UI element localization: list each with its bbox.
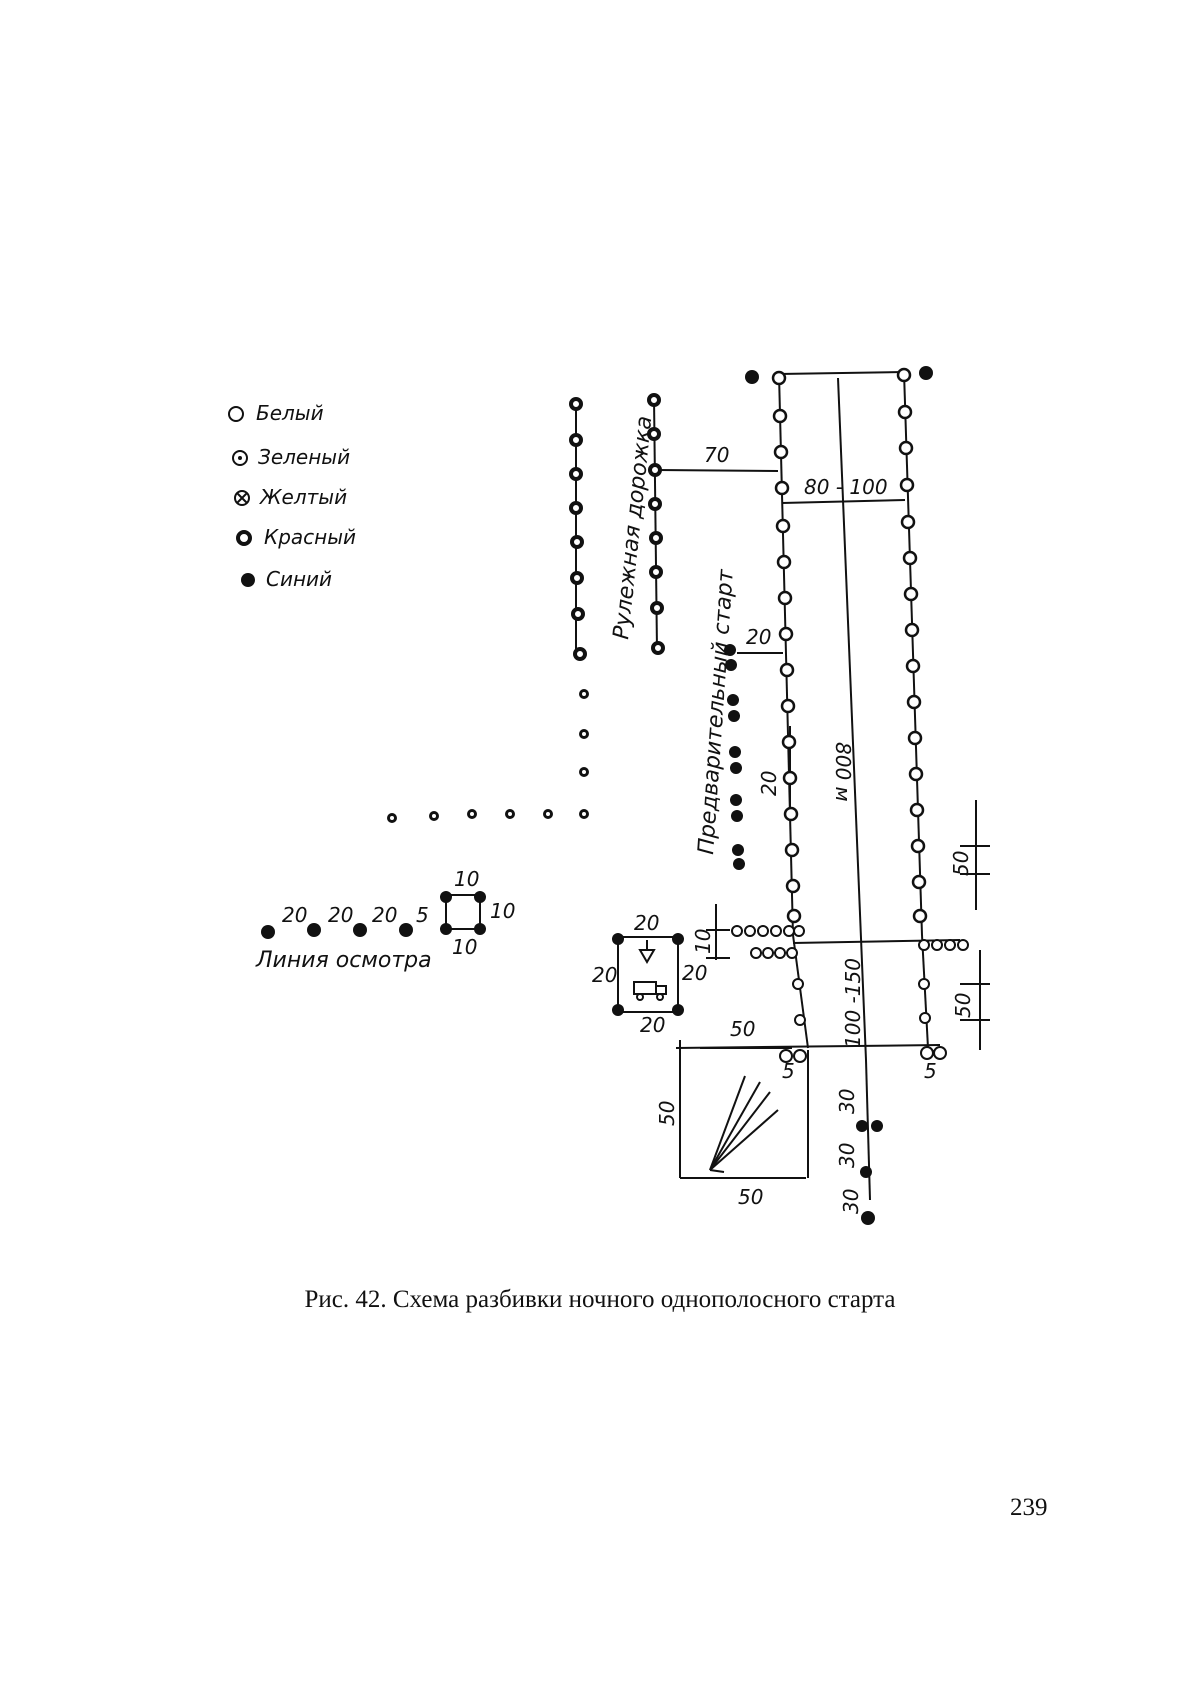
- dim-70-label: 70: [704, 443, 729, 467]
- dim-10-label: 10: [691, 929, 715, 954]
- dim-30-label: 30: [835, 1089, 859, 1114]
- legend-red-label: Красный: [264, 525, 356, 549]
- dispatcher-truck-icon: [634, 940, 666, 1000]
- dim-80-100-label: 80 - 100: [804, 475, 888, 499]
- dim-30-label: 30: [839, 1189, 863, 1214]
- dim-50-label: 50: [730, 1017, 755, 1041]
- dim-10-label: 10: [490, 899, 515, 923]
- dim-20-label: 20: [328, 903, 353, 927]
- dim-50-label: 50: [655, 1101, 679, 1126]
- dim-5-label: 5: [924, 1059, 937, 1083]
- dim-20-label: 20: [682, 961, 707, 985]
- dim-20-label: 20: [592, 963, 617, 987]
- dim-50-label: 50: [951, 993, 975, 1018]
- dim-5-label: 5: [782, 1059, 795, 1083]
- dim-10-label: 10: [452, 935, 477, 959]
- page-number: 239: [1010, 1494, 1048, 1522]
- inspection-line-label: Линия осмотра: [255, 948, 432, 973]
- legend-green-label: Зеленый: [258, 445, 350, 469]
- dim-50-label: 50: [949, 851, 973, 876]
- dim-20-label: 20: [282, 903, 307, 927]
- legend: Белый Зеленый Желтый Красный Синий: [229, 401, 356, 591]
- dim-20-label: 20: [634, 911, 659, 935]
- dim-20-label: 20: [372, 903, 397, 927]
- dim-20-label: 20: [757, 771, 781, 796]
- dim-20-label: 20: [746, 625, 771, 649]
- dim-30-label: 30: [835, 1143, 859, 1168]
- dim-5-label: 5: [416, 903, 429, 927]
- dim-100-150-label: 100 -150: [841, 958, 865, 1048]
- dim-20-label: 20: [640, 1013, 665, 1037]
- dim-50-label: 50: [738, 1185, 763, 1209]
- legend-blue-label: Синий: [266, 567, 332, 591]
- dim-800-label: 800 м: [831, 742, 855, 802]
- legend-yellow-label: Желтый: [258, 485, 347, 509]
- figure-caption: Рис. 42. Схема разбивки ночного однополо…: [0, 1286, 1200, 1314]
- dim-10-label: 10: [454, 867, 479, 891]
- taxi-route-lights: [389, 691, 588, 822]
- legend-white-label: Белый: [256, 401, 324, 425]
